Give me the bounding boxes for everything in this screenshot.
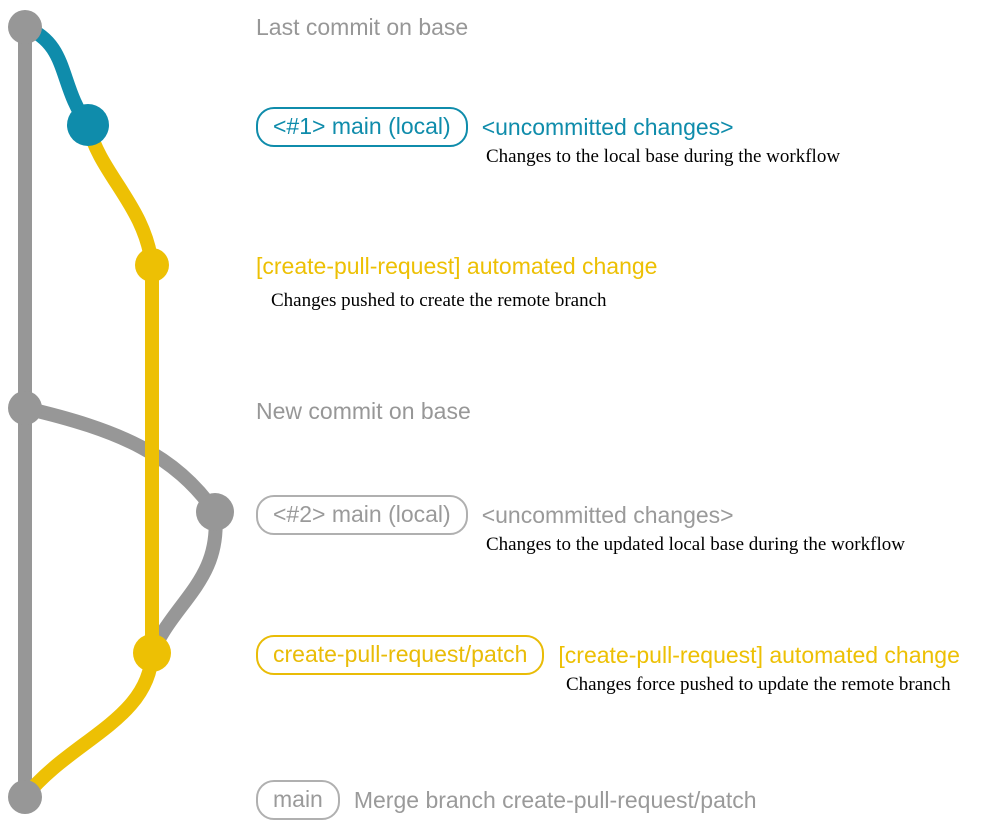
- edge-base2-to-local2: [18, 401, 222, 519]
- commit-subject-local-2: <uncommitted changes>: [481, 502, 734, 528]
- commit-subject-local-1: <uncommitted changes>: [481, 114, 734, 140]
- edge-local1-to-patch1: [81, 118, 159, 272]
- commit-node-base-3[interactable]: [8, 780, 42, 814]
- edge-patch2-to-base3: [18, 646, 159, 804]
- branch-pill-local-1[interactable]: <#1> main (local): [256, 107, 468, 147]
- caption-local-2: Changes to the updated local base during…: [486, 534, 905, 555]
- commit-node-base-2[interactable]: [8, 391, 42, 425]
- caption-patch-1: Changes pushed to create the remote bran…: [271, 290, 607, 311]
- headline-new-commit-on-base: New commit on base: [256, 398, 471, 424]
- headline-last-commit-on-base: Last commit on base: [256, 14, 469, 40]
- commit-node-patch-1[interactable]: [135, 248, 169, 282]
- headline-patch-1: [create-pull-request] automated change: [256, 253, 658, 279]
- row-local-1: <#1> main (local) <uncommitted changes>: [256, 107, 734, 147]
- commit-node-patch-2[interactable]: [133, 634, 171, 672]
- commit-node-local-2[interactable]: [196, 493, 234, 531]
- caption-patch-2: Changes force pushed to update the remot…: [566, 674, 951, 695]
- row-patch-2: create-pull-request/patch [create-pull-r…: [256, 635, 960, 675]
- commit-subject-merge: Merge branch create-pull-request/patch: [353, 787, 757, 813]
- branch-pill-main[interactable]: main: [256, 780, 340, 820]
- row-local-2: <#2> main (local) <uncommitted changes>: [256, 495, 734, 535]
- caption-local-1: Changes to the local base during the wor…: [486, 146, 841, 167]
- commit-node-base-1[interactable]: [8, 10, 42, 44]
- commit-node-local-1[interactable]: [67, 104, 109, 146]
- branch-pill-patch-2[interactable]: create-pull-request/patch: [256, 635, 545, 675]
- commit-subject-patch-2: [create-pull-request] automated change: [558, 642, 960, 668]
- edge-local2-to-patch2: [145, 505, 223, 660]
- row-merge: main Merge branch create-pull-request/pa…: [256, 780, 757, 820]
- branch-pill-local-2[interactable]: <#2> main (local): [256, 495, 468, 535]
